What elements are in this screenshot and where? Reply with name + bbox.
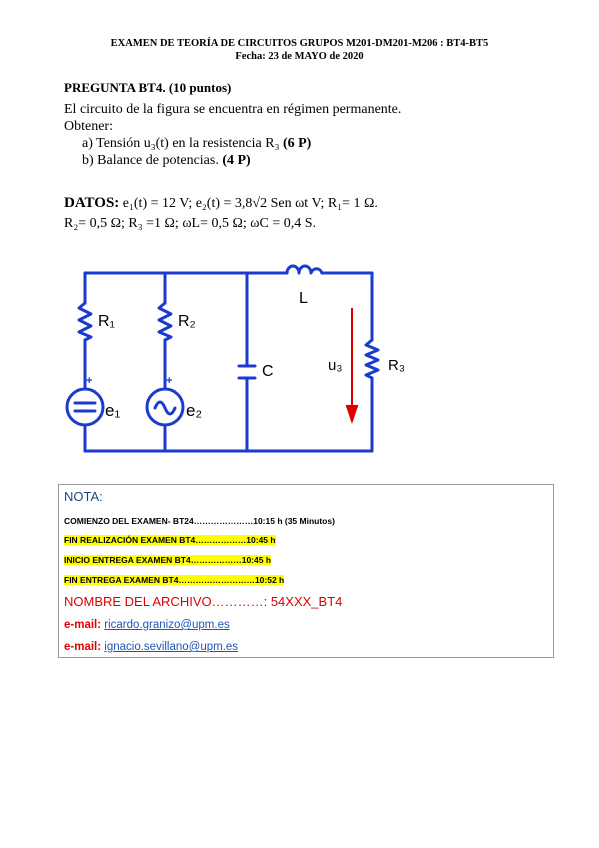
exam-header-date: Fecha: 23 de MAYO de 2020 [235,51,364,62]
resistor-r3-zigzag [364,338,380,380]
email-label: e-mail: [64,619,102,631]
note-title: NOTA: [64,489,103,504]
item-a-points: (6 P) [282,136,312,151]
ac-source-icon [153,400,177,416]
inductor-coil [285,264,324,275]
note-submission-start: INICIO ENTREGA EXAMEN BT4………………10:45 h [64,555,272,565]
label-c: C [262,363,274,380]
question-title: PREGUNTA BT4. (10 puntos) [64,80,232,95]
item-b-points: (4 P) [222,153,251,168]
statement-line: El circuito de la figura se encuentra en… [64,102,402,117]
item-b: b) Balance de potencias. (4 P) [64,152,401,169]
statement-line: Obtener: [64,119,113,134]
email-label: e-mail: [64,641,102,653]
label-e1: e₁ [105,401,120,420]
question-statement: El circuito de la figura se encuentra en… [64,101,401,169]
label-u3: u₃ [328,357,342,374]
item-b-text: b) Balance de potencias. [82,153,223,168]
data-label: DATOS: [64,195,120,211]
item-a: a) Tensión u₃(t) en la resistencia R₃ (6… [64,135,401,152]
resistor-r1-zigzag [77,301,93,342]
note-box: NOTA: COMIENZO DEL EXAMEN- BT24…………………10… [58,484,554,658]
source-e2-circle [145,387,185,427]
capacitor-plates [237,364,257,380]
e1-plus-sign: + [86,375,92,387]
note-submission-end: FIN ENTREGA EXAMEN BT4………………………10:52 h [64,575,285,585]
e2-plus-sign: + [166,375,172,387]
note-filename: NOMBRE DEL ARCHIVO…………: 54XXX_BT4 [64,594,343,609]
data-line-2: R₂= 0,5 Ω; R₃ =1 Ω; ωL= 0,5 Ω; ωC = 0,4 … [64,216,317,231]
resistor-r2-zigzag [157,301,173,342]
u3-arrow-head [345,405,359,425]
email-row-1: e-mail: ricardo.granizo@upm.es [64,619,230,631]
label-e2: e₂ [186,401,202,420]
label-r1: R₁ [98,313,115,330]
dc-source-icon [73,401,97,413]
note-exam-start: COMIENZO DEL EXAMEN- BT24…………………10:15 h … [64,516,335,526]
data-line-1: e₁(t) = 12 V; e₂(t) = 3,8√2 Sen ωt V; R₁… [119,196,378,211]
email-link-ricardo[interactable]: ricardo.granizo@upm.es [104,619,230,631]
note-exam-end: FIN REALIZACIÓN EXAMEN BT4………………10:45 h [64,535,276,545]
label-r2: R₂ [178,313,196,330]
data-section: DATOS: e₁(t) = 12 V; e₂(t) = 3,8√2 Sen ω… [64,193,378,234]
item-a-text: a) Tensión u₃(t) en la resistencia R₃ [82,136,283,151]
exam-header-title: EXAMEN DE TEORÍA DE CIRCUITOS GRUPOS M20… [110,38,489,49]
circuit-diagram: R₁ R₂ L C u₃ R₃ e₁ e₂ + + [65,264,405,453]
email-link-ignacio[interactable]: ignacio.sevillano@upm.es [104,641,239,653]
source-e1-circle [65,387,105,427]
email-row-2: e-mail: ignacio.sevillano@upm.es [64,641,238,653]
label-l: L [299,290,308,307]
label-r3: R₃ [388,357,405,374]
